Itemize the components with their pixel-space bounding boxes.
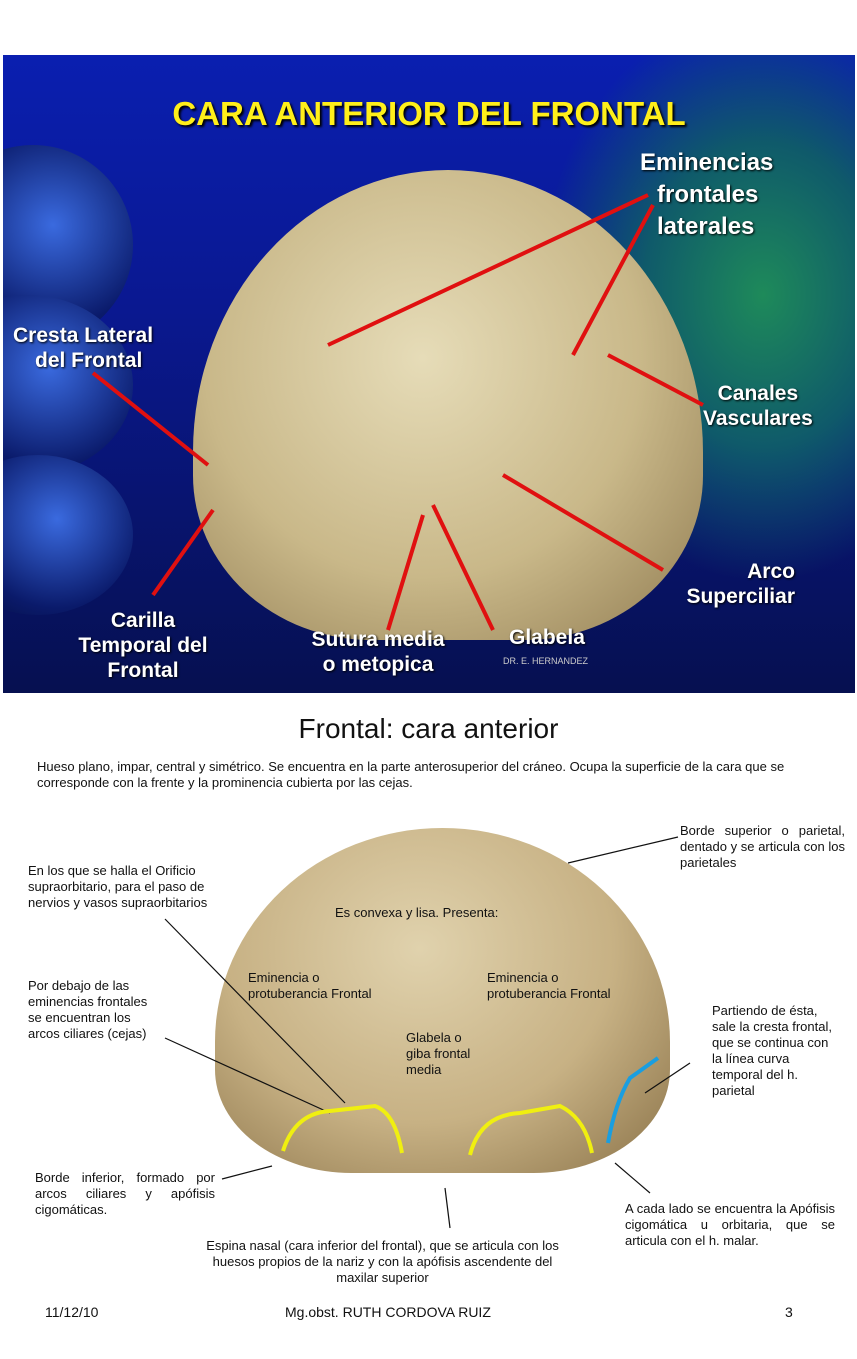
- annotation-lines: [164, 836, 691, 1229]
- note-arcos: Por debajo de las eminencias frontales s…: [28, 978, 148, 1041]
- frontal-bone-image: [193, 170, 703, 640]
- note-cresta: Partiendo de ésta, sale la cresta fronta…: [712, 1003, 832, 1098]
- footer-date: 11/12/10: [45, 1304, 99, 1320]
- note-apofisis: A cada lado se encuentra la Apófisis cig…: [625, 1201, 835, 1248]
- page-number: 3: [785, 1304, 793, 1320]
- frontal-bone-image: [215, 828, 670, 1173]
- arrows: [91, 193, 704, 631]
- slide-title: CARA ANTERIOR DEL FRONTAL: [172, 95, 686, 132]
- credit: DR. E. HERNANDEZ: [503, 656, 589, 666]
- note-glabela: Glabela o giba frontal media: [406, 1030, 471, 1077]
- note-orificio: En los que se halla el Orificio supraorb…: [28, 863, 208, 910]
- note-eminencia-izq: Eminencia o protuberancia Frontal: [248, 970, 372, 1001]
- slide-title: Frontal: cara anterior: [298, 713, 559, 744]
- note-convexa: Es convexa y lisa. Presenta:: [335, 905, 499, 920]
- footer-author: Mg.obst. RUTH CORDOVA RUIZ: [285, 1304, 491, 1320]
- note-borde-superior: Borde superior o parietal, dentado y se …: [680, 823, 845, 870]
- note-eminencia-der: Eminencia o protuberancia Frontal: [487, 970, 611, 1001]
- intro-text: Hueso plano, impar, central y simétrico.…: [37, 759, 785, 790]
- slide-frontal-cara-anterior: Frontal: cara anterior Hueso plano, impa…: [0, 693, 857, 1359]
- note-borde-inferior: Borde inferior, formado por arcos ciliar…: [35, 1170, 215, 1217]
- note-espina: Espina nasal (cara inferior del frontal)…: [206, 1238, 559, 1285]
- label-glabela: Glabela: [509, 626, 585, 649]
